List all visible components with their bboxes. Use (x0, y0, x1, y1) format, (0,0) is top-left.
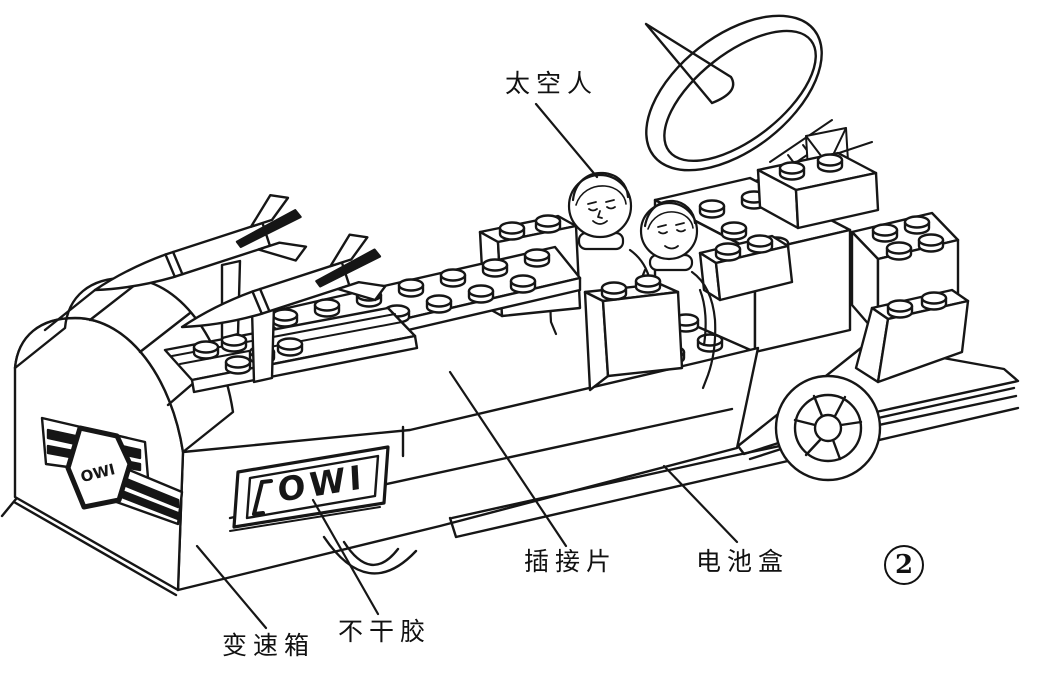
leader-gearbox (197, 546, 266, 628)
front-emblem: OWI (42, 418, 182, 524)
leader-sticker (313, 500, 378, 614)
leader-battery-box (664, 466, 737, 542)
wheel-hub (815, 415, 841, 441)
figure-number-badge: 2 (884, 545, 924, 585)
label-connector-plate: 插接片 (524, 547, 618, 576)
front-wheel-rim-arc (344, 542, 398, 565)
astronaut-right-hair (645, 201, 695, 226)
dish-console-brick (758, 153, 878, 228)
label-battery-box: 电池盒 (696, 547, 790, 576)
figure-number: 2 (894, 550, 914, 580)
mid-deck-brick (700, 234, 792, 301)
missile-upper (84, 188, 313, 322)
astronaut-left-hair (573, 173, 628, 200)
wheel-spokes (795, 396, 861, 459)
label-gearbox: 变速箱 (222, 631, 316, 660)
satellite-dish (619, 0, 850, 201)
rear-wheel (776, 376, 880, 480)
leader-connector-plate (450, 372, 566, 546)
label-astronaut: 太空人 (505, 69, 599, 98)
front-wheel (324, 537, 416, 573)
emblem-shield (68, 428, 130, 507)
side-sticker: OWI (230, 447, 388, 531)
sticker-inner-border (247, 456, 378, 518)
astronaut-left-face (588, 200, 615, 224)
wheel-rim (795, 395, 861, 461)
dish-rim (619, 0, 850, 201)
battery-box (450, 396, 1018, 537)
astronaut-right-face (658, 223, 685, 249)
seat-front-brick (585, 274, 682, 391)
astronaut-right-arm (692, 272, 715, 388)
missile-lower (171, 228, 392, 359)
leader-lines (197, 104, 737, 628)
sticker-outer-border (234, 447, 388, 527)
sticker-bracket-mark (254, 481, 271, 514)
front-wheel-tire-arc (324, 537, 416, 573)
leader-astronaut (536, 104, 597, 177)
missile-launcher-platform (165, 308, 417, 392)
astronaut-left (551, 173, 654, 334)
label-adhesive-sticker: 不干胶 (338, 617, 432, 646)
astronaut-right (636, 201, 715, 388)
hood-ribs (45, 281, 218, 405)
astronaut-right-helmet (641, 203, 697, 259)
dish-feed-cone (646, 24, 733, 103)
astronaut-left-helmet (569, 175, 631, 237)
hood-bumper-line (14, 502, 176, 595)
sloped-brick (856, 290, 968, 382)
dish-inner (643, 7, 838, 186)
